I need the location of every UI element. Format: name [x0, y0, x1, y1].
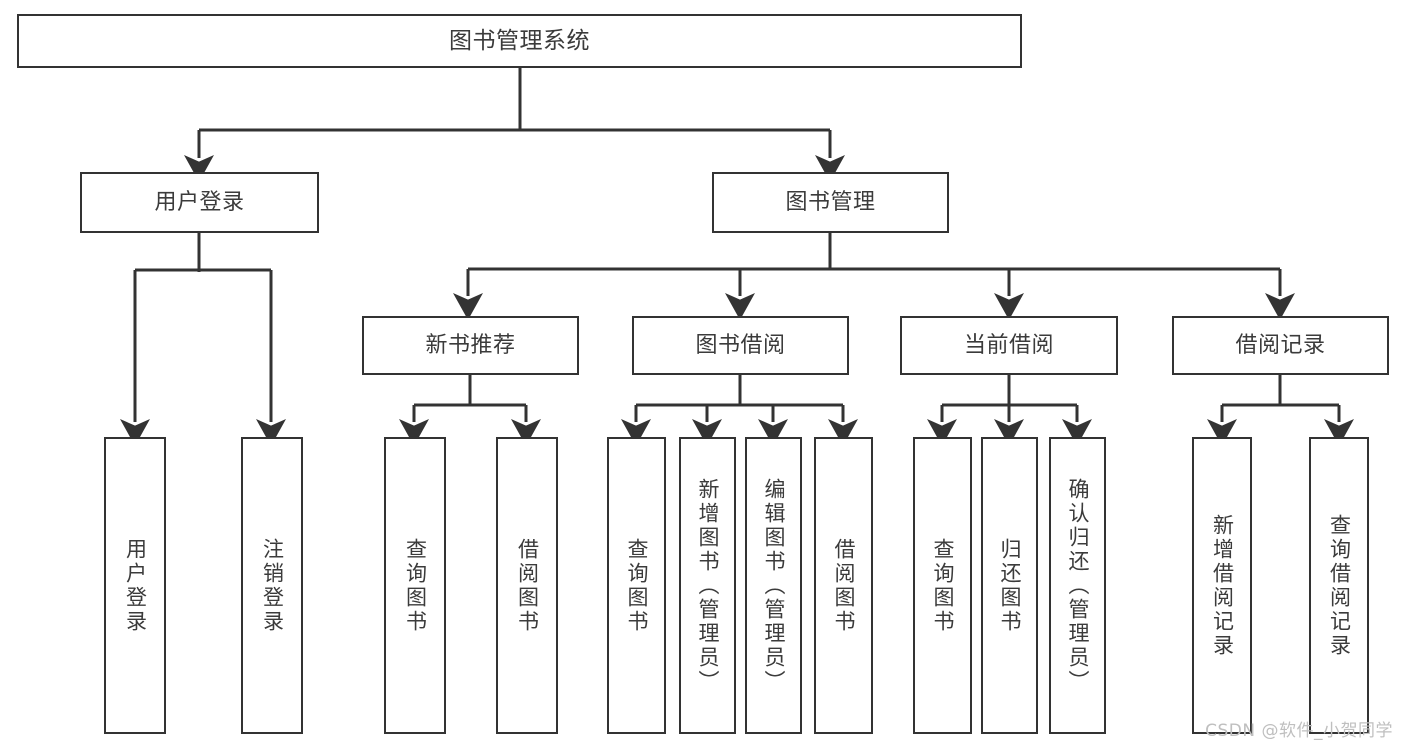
node-borrow-record[interactable]: 借阅记录 — [1172, 316, 1389, 375]
node-label: 确认归还（管理员） — [1066, 477, 1090, 694]
node-book-borrow[interactable]: 图书借阅 — [632, 316, 849, 375]
leaf-query-book-current[interactable]: 查询图书 — [913, 437, 972, 734]
leaf-return-book[interactable]: 归还图书 — [981, 437, 1038, 734]
leaf-add-borrow-record[interactable]: 新增借阅记录 — [1192, 437, 1252, 734]
leaf-logout[interactable]: 注销登录 — [241, 437, 303, 734]
leaf-query-book-borrow[interactable]: 查询图书 — [607, 437, 666, 734]
node-label: 查询图书 — [403, 537, 428, 634]
node-label: 用户登录 — [123, 537, 148, 634]
node-label: 查询图书 — [931, 537, 955, 634]
node-label: 借阅图书 — [832, 537, 856, 634]
node-label: 借阅图书 — [515, 537, 540, 634]
leaf-user-login[interactable]: 用户登录 — [104, 437, 166, 734]
node-new-book-recommend[interactable]: 新书推荐 — [362, 316, 579, 375]
leaf-query-borrow-record[interactable]: 查询借阅记录 — [1309, 437, 1369, 734]
node-label: 新增图书（管理员） — [696, 477, 720, 694]
node-label: 编辑图书（管理员） — [762, 477, 786, 694]
leaf-confirm-return[interactable]: 确认归还（管理员） — [1049, 437, 1106, 734]
node-label: 图书管理系统 — [449, 27, 590, 54]
csdn-watermark: CSDN @软件_小贺同学 — [1205, 721, 1393, 741]
leaf-borrow-book-recommend[interactable]: 借阅图书 — [496, 437, 558, 734]
node-root-system[interactable]: 图书管理系统 — [17, 14, 1022, 68]
node-label: 当前借阅 — [963, 332, 1054, 358]
leaf-query-book-recommend[interactable]: 查询图书 — [384, 437, 446, 734]
node-label: 借阅记录 — [1235, 332, 1326, 358]
node-book-management[interactable]: 图书管理 — [712, 172, 949, 233]
leaf-add-book[interactable]: 新增图书（管理员） — [679, 437, 736, 734]
node-label: 查询图书 — [625, 537, 649, 634]
node-current-borrow[interactable]: 当前借阅 — [900, 316, 1118, 375]
node-label: 图书管理 — [785, 189, 876, 215]
node-label: 查询借阅记录 — [1327, 513, 1352, 658]
node-label: 注销登录 — [260, 537, 285, 634]
node-label: 归还图书 — [998, 537, 1022, 634]
node-label: 图书借阅 — [695, 332, 786, 358]
node-label: 新书推荐 — [425, 332, 516, 358]
node-label: 新增借阅记录 — [1210, 513, 1235, 658]
leaf-borrow-book[interactable]: 借阅图书 — [814, 437, 873, 734]
leaf-edit-book[interactable]: 编辑图书（管理员） — [745, 437, 802, 734]
node-user-login[interactable]: 用户登录 — [80, 172, 319, 233]
node-label: 用户登录 — [154, 189, 245, 215]
